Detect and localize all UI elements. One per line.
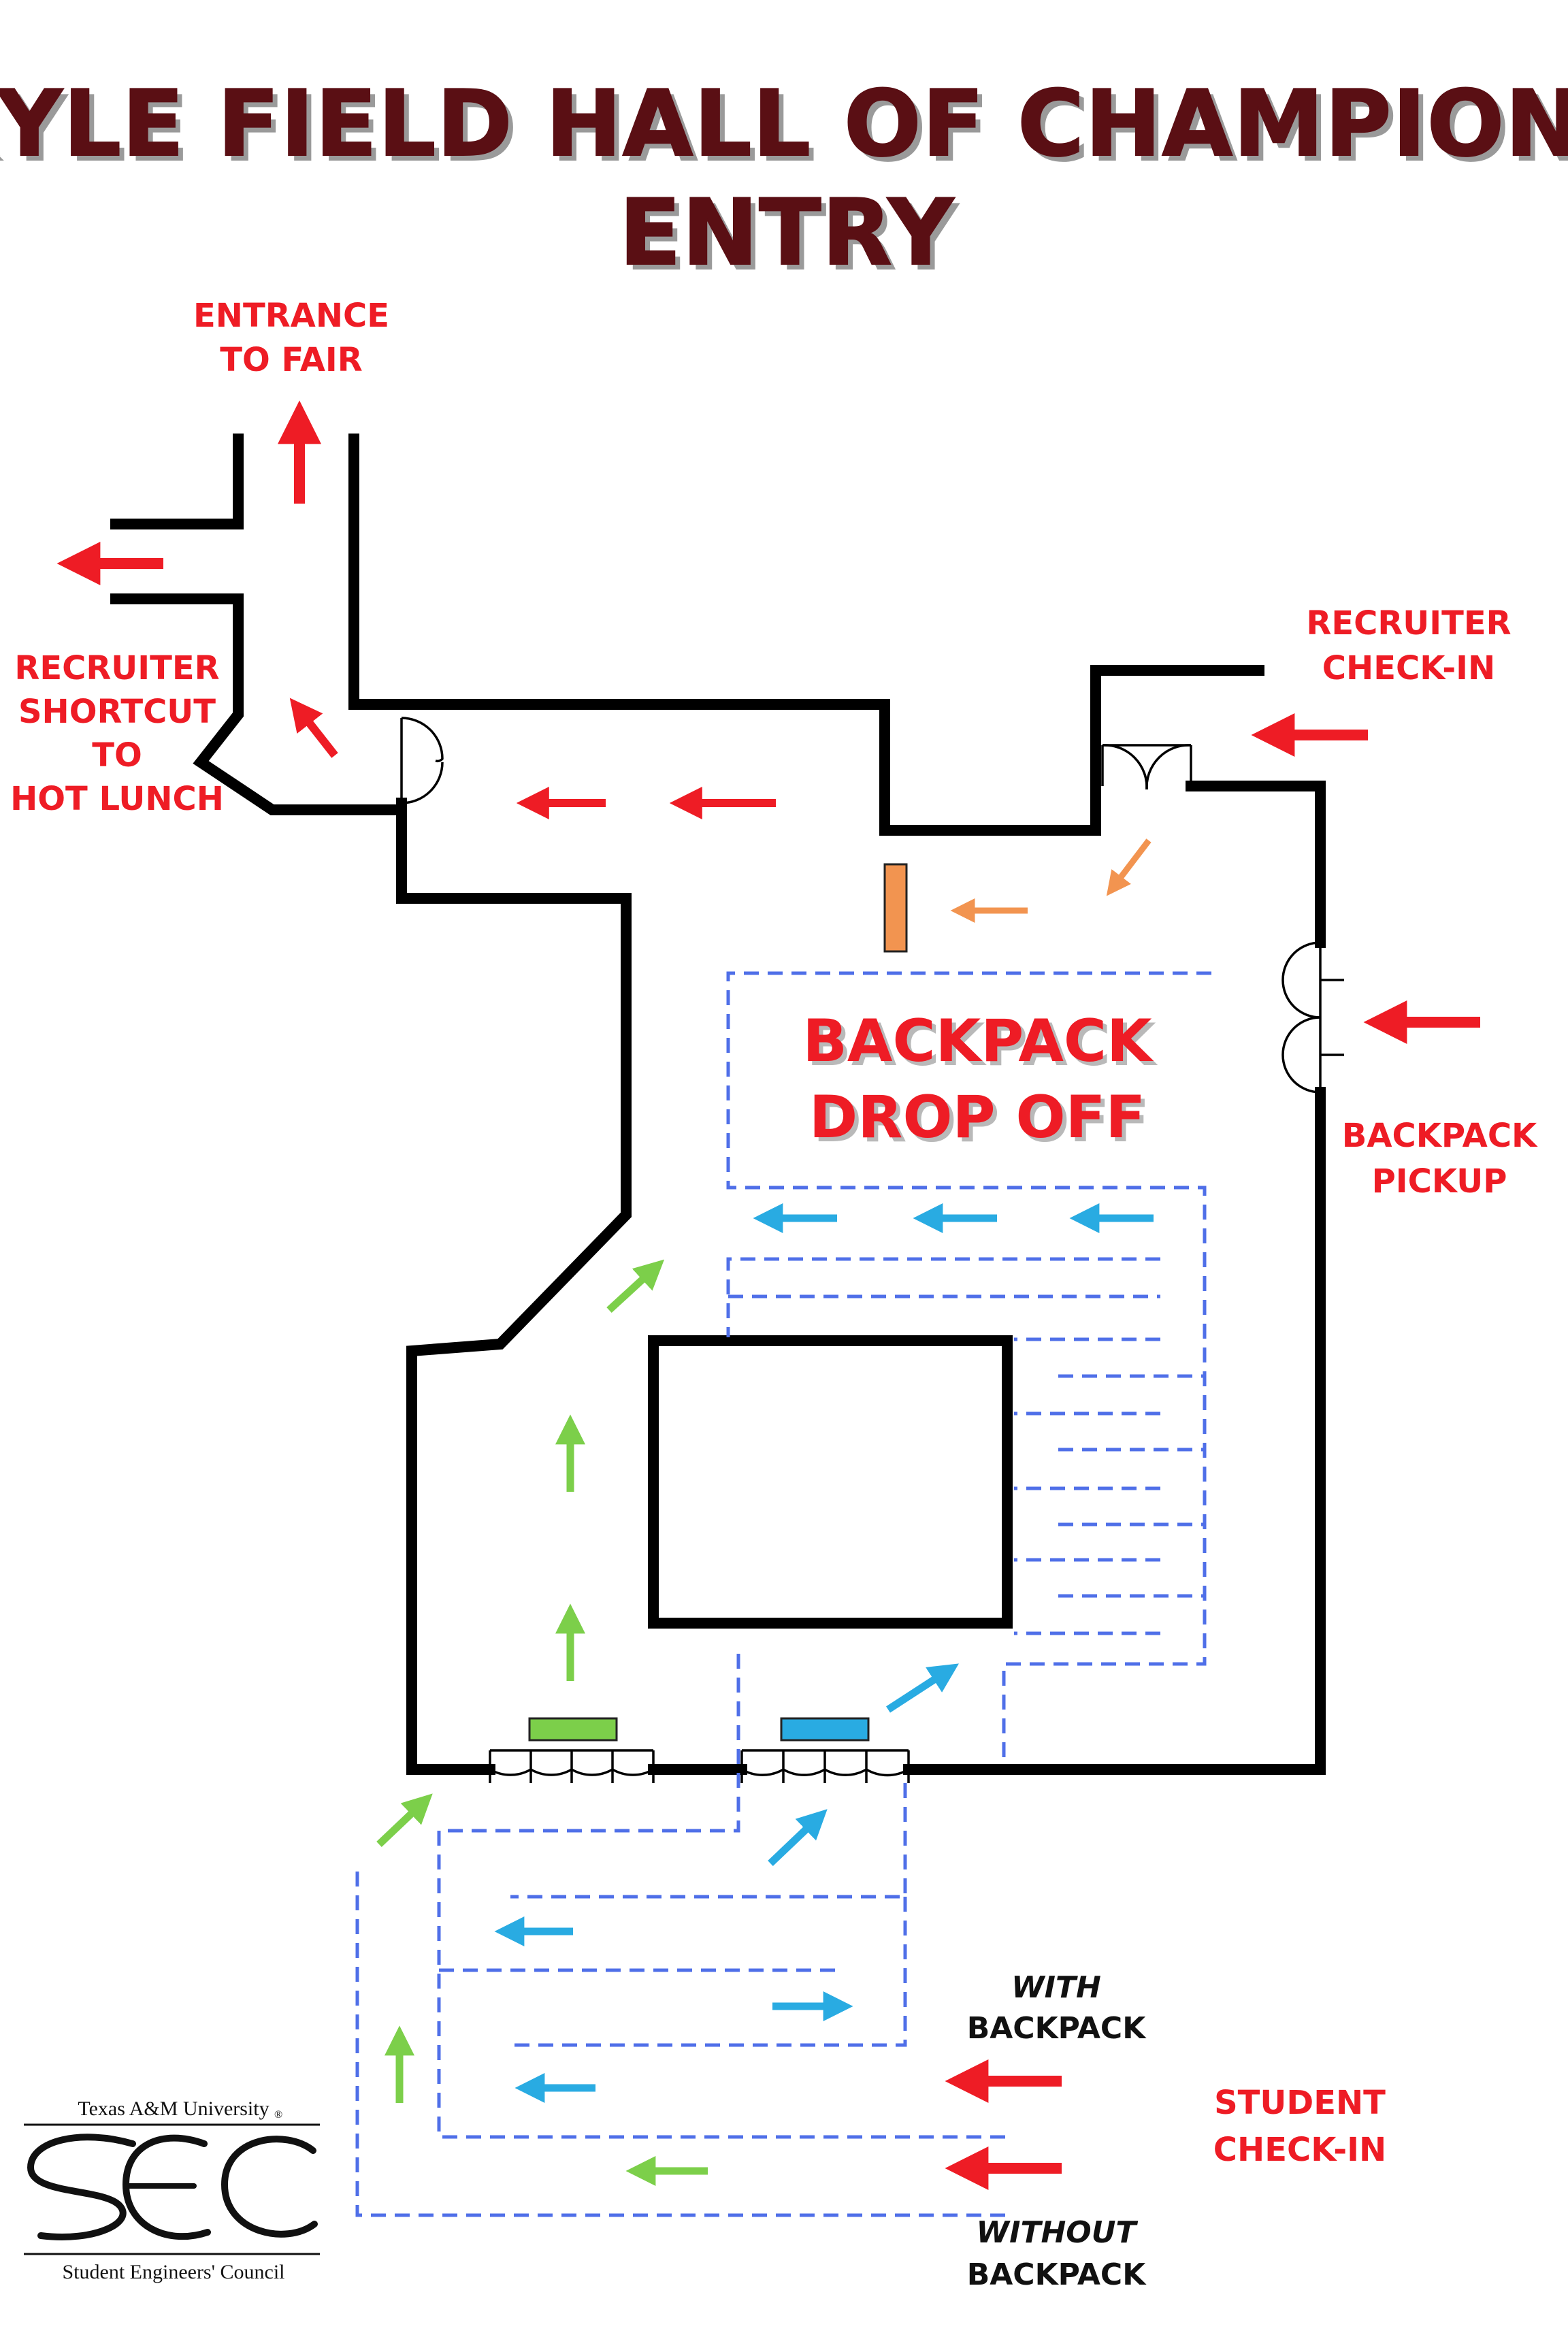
wall-corridor-top — [348, 434, 1264, 836]
label-backpack-drop-off-shadow: BACKPACK — [806, 1011, 1158, 1079]
arrow-up-right-blue-icon — [768, 1809, 828, 1866]
door-corridor — [400, 717, 444, 804]
walls — [110, 434, 1326, 1775]
label-entrance-to-fair: TO FAIR — [220, 341, 363, 379]
label-recruiter-check-in: CHECK-IN — [1322, 649, 1495, 687]
label-recruiter-shortcut: HOT LUNCH — [10, 780, 224, 818]
title-line2-shadow: ENTRY — [625, 185, 961, 291]
label-backpack-drop-off-shadow: DROP OFF — [813, 1088, 1149, 1156]
sec-monogram-icon — [27, 2134, 318, 2240]
with-backpack-table — [780, 1717, 870, 1742]
dropoff-area-outline — [726, 971, 1211, 1763]
door-recruiter-checkin — [1101, 744, 1192, 790]
label-backpack-pickup: PICKUP — [1372, 1162, 1507, 1200]
title-line1-shadow: KYLE FIELD HALL OF CHAMPIONS — [0, 76, 1568, 182]
door-without-backpack — [489, 1749, 655, 1783]
recruiter-table — [883, 863, 908, 953]
queue-line — [726, 1257, 1160, 1337]
arrow-up-left-red-icon — [289, 698, 338, 758]
label-with-backpack: BACKPACK — [967, 2011, 1147, 2046]
label-student-check-in: STUDENT — [1214, 2084, 1386, 2122]
center-block — [648, 1335, 1013, 1629]
map-labels: ENTRANCE TO FAIR RECRUITER SHORTCUT TO H… — [10, 297, 1538, 2292]
wall-left-branch — [110, 593, 407, 815]
label-backpack-drop-off: DROP OFF — [809, 1083, 1145, 1152]
label-recruiter-shortcut: RECRUITER — [14, 649, 219, 687]
arrow-up-right-blue-icon — [886, 1663, 959, 1713]
queue-outside-with-1 — [510, 1783, 907, 1899]
queue-outside-outer — [355, 1872, 1014, 2217]
arrow-up-right-green-icon — [376, 1793, 433, 1847]
label-with-backpack: WITH — [1011, 1970, 1101, 2005]
label-without-backpack: BACKPACK — [967, 2257, 1147, 2292]
door-with-backpack — [740, 1749, 910, 1783]
logo-registered: ® — [274, 2109, 282, 2121]
queue-lines — [355, 971, 1211, 2217]
label-student-check-in: CHECK-IN — [1213, 2131, 1386, 2169]
arrows — [56, 400, 1480, 2190]
title-line1: KYLE FIELD HALL OF CHAMPIONS — [0, 71, 1568, 177]
queue-outside-with-3 — [510, 1897, 907, 2047]
wall-right-lower — [903, 1087, 1326, 1775]
arrow-up-right-green-icon — [606, 1259, 665, 1313]
logo-council: Student Engineers' Council — [62, 2261, 284, 2283]
without-backpack-table — [528, 1717, 618, 1742]
label-recruiter-shortcut: SHORTCUT — [18, 693, 216, 731]
label-entrance-to-fair: ENTRANCE — [193, 297, 389, 335]
label-recruiter-check-in: RECRUITER — [1306, 604, 1511, 642]
page-title: KYLE FIELD HALL OF CHAMPIONS KYLE FIELD … — [0, 70, 1568, 291]
title-line2: ENTRY — [619, 180, 956, 286]
label-recruiter-shortcut: TO — [92, 736, 142, 774]
doors — [400, 717, 1344, 1783]
arrow-down-left-orange-icon — [1106, 838, 1152, 896]
wall-top-left-stub — [110, 434, 244, 529]
logo-university: Texas A&M University — [78, 2097, 269, 2120]
door-backpack-pickup — [1281, 941, 1344, 1094]
label-backpack-drop-off: BACKPACK — [802, 1007, 1154, 1075]
wall-corridor-lower-left — [396, 798, 632, 1775]
label-backpack-pickup: BACKPACK — [1342, 1117, 1538, 1155]
wall-right — [1186, 781, 1326, 948]
label-without-backpack: WITHOUT — [977, 2215, 1139, 2250]
sec-logo: Texas A&M University ® Student Engineers… — [24, 2097, 320, 2283]
queue-outside-without — [437, 1654, 1014, 2139]
